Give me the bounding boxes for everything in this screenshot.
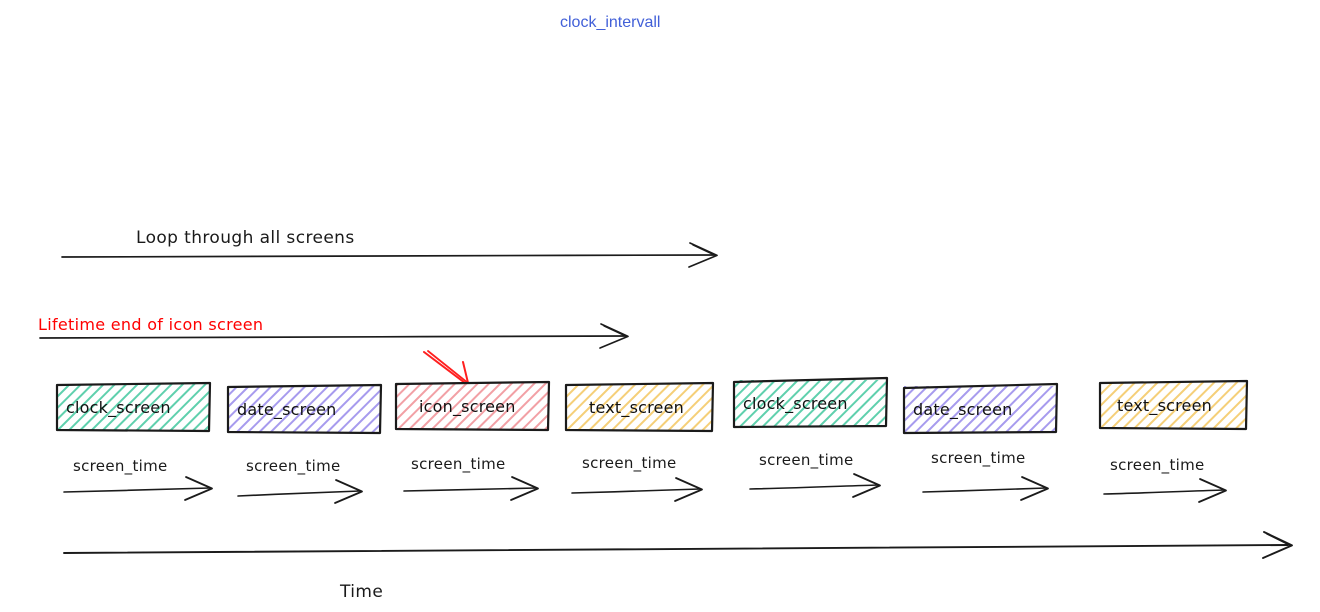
loop-arrow-label: Loop through all screens <box>136 228 355 248</box>
time-axis: Time <box>63 531 1293 602</box>
time-axis-label: Time <box>339 582 383 602</box>
screen-time-arrow-icon <box>403 476 539 501</box>
screen-time-label: screen_time <box>759 451 854 470</box>
screen-box-clock-screen-1[interactable]: clock_screen <box>55 381 212 433</box>
screen-box-clock-screen-2[interactable]: clock_screen <box>732 376 889 429</box>
screen-time-arrow-icon <box>749 473 881 498</box>
page-title: clock_intervall <box>560 14 660 31</box>
lifetime-arrow-icon <box>39 323 629 349</box>
screen-time-arrow-icon <box>922 476 1049 501</box>
screen-box-date-screen-2[interactable]: date_screen <box>902 382 1059 435</box>
screen-time-label: screen_time <box>411 455 506 474</box>
screen-box-label: clock_screen <box>66 398 171 418</box>
screen-time-arrow-icon <box>1103 478 1227 503</box>
screen-time-arrow-icon <box>237 479 363 504</box>
lifetime-end-of-icon-screen-annotation: Lifetime end of icon screen <box>38 315 629 349</box>
time-arrow-icon <box>63 531 1293 559</box>
screen-box-text-screen-2[interactable]: text_screen <box>1098 379 1249 431</box>
screen-box-label: text_screen <box>589 398 684 418</box>
screen-box-date-screen-1[interactable]: date_screen <box>226 383 383 435</box>
screen-box-icon-screen[interactable]: icon_screen <box>394 380 551 432</box>
screen-time-arrow-icon <box>63 476 213 501</box>
screen-time-group-1: screen_time <box>63 457 213 501</box>
screen-box-label: icon_screen <box>419 397 516 417</box>
screen-time-label: screen_time <box>246 457 341 476</box>
screen-time-group-7: screen_time <box>1103 456 1227 503</box>
screen-time-label: screen_time <box>73 457 168 476</box>
screen-box-label: date_screen <box>237 400 336 420</box>
screen-box-label: clock_screen <box>743 394 848 414</box>
screen-time-group-4: screen_time <box>571 454 703 502</box>
screen-time-group-2: screen_time <box>237 457 363 504</box>
screen-time-arrow-icon <box>571 477 703 502</box>
red-arrow-icon <box>423 350 470 388</box>
screen-box-label: date_screen <box>913 400 1012 420</box>
screen-time-group-6: screen_time <box>922 449 1049 501</box>
screen-time-group-3: screen_time <box>403 455 539 501</box>
loop-arrow-icon <box>61 242 718 268</box>
screen-time-group-5: screen_time <box>749 451 881 498</box>
loop-through-all-screens-annotation: Loop through all screens <box>61 228 718 268</box>
screen-box-text-screen-1[interactable]: text_screen <box>564 381 715 433</box>
screen-time-label: screen_time <box>931 449 1026 468</box>
screen-time-label: screen_time <box>582 454 677 473</box>
screen-box-label: text_screen <box>1117 396 1212 416</box>
screen-time-label: screen_time <box>1110 456 1205 475</box>
lifetime-arrow-label: Lifetime end of icon screen <box>38 315 263 334</box>
